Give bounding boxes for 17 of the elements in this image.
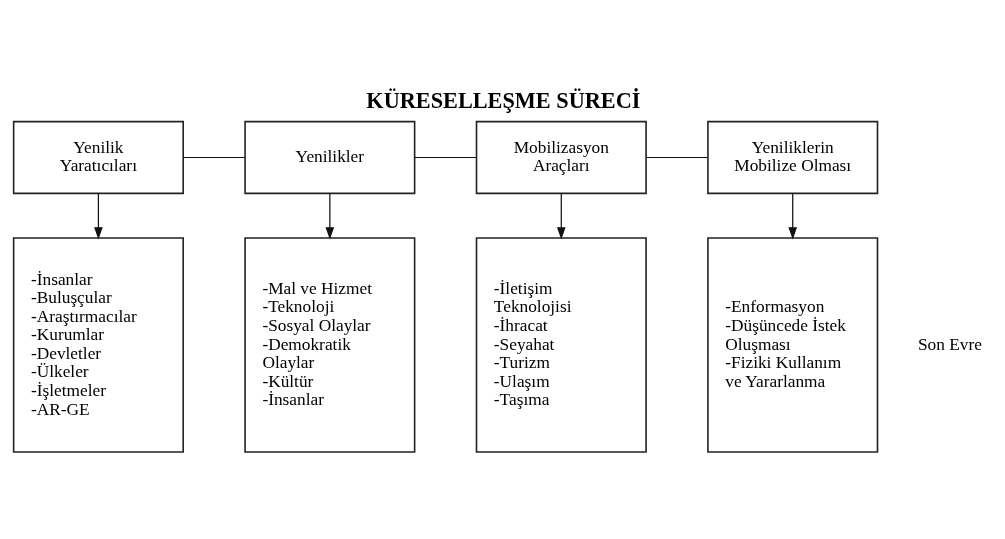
arrow (788, 192, 798, 240)
node-box: Yeniliklerin Mobilize Olması (707, 120, 879, 195)
node-box: Yenilik Yaratıcıları (12, 120, 184, 195)
arrow (325, 192, 335, 240)
arrow (94, 192, 103, 240)
connector (645, 156, 709, 159)
node-box: -İletişim Teknolojisi -İhracat -Seyahat -Turizm -Ulaşım -Taşıma (475, 237, 647, 453)
connector (182, 156, 246, 159)
node-box: -Mal ve Hizmet -Teknoloji -Sosyal Olaylar -Demokratik Olaylar -Kültür -İnsanlar (244, 237, 416, 453)
node-box: -İnsanlar -Buluşçular -Araştırmacılar -Kurumlar -Devletler -Ülkeler -İşletmeler -AR-GE (12, 237, 184, 453)
connector (414, 156, 477, 159)
node-box: Yenilikler (244, 120, 416, 195)
node-box: Mobilizasyon Araçları (475, 120, 647, 195)
arrow (556, 192, 566, 240)
label: Son Evre (917, 334, 982, 354)
node-box: -Enformasyon -Düşüncede İstek Oluşması -Fiziki Kullanım ve Yararlanma (707, 237, 879, 453)
diagram-title: KÜRESELLEŞME SÜRECİ (366, 88, 641, 114)
